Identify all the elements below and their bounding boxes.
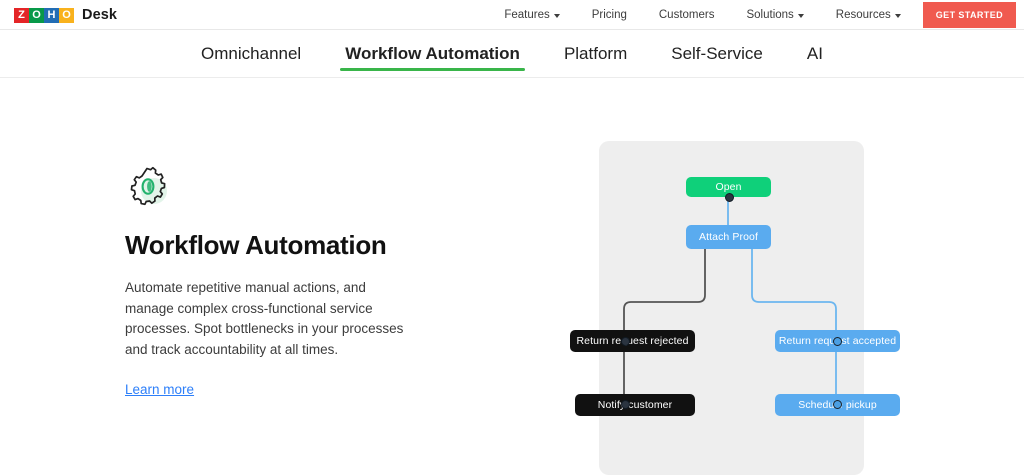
chevron-down-icon — [797, 14, 804, 18]
diagram-connectors — [623, 197, 837, 403]
feature-title: Workflow Automation — [125, 230, 387, 260]
feature-description: Automate repetitive manual actions, and … — [125, 279, 404, 358]
nav-item-resources-label: Resources — [835, 9, 891, 21]
connector-dot-return-accepted — [833, 337, 842, 346]
chevron-down-icon — [894, 14, 901, 18]
connector-dot-return-rejected — [621, 337, 630, 346]
get-started-button[interactable]: GET STARTED — [922, 2, 1016, 28]
top-header-bar: Z O H O Desk Features Pricing Customers … — [0, 0, 1024, 30]
tab-platform[interactable]: Platform — [563, 44, 628, 63]
gear-icon — [125, 163, 171, 209]
nav-item-customers-label: Customers — [658, 9, 715, 21]
tab-self-service[interactable]: Self-Service — [671, 44, 763, 63]
connector-dot-schedule-pickup — [833, 400, 842, 409]
zoho-logo-letter-o2: O — [59, 7, 74, 23]
feature-content: Workflow Automation Automate repetitive … — [125, 163, 425, 399]
zoho-logo-letter-z: Z — [14, 7, 29, 23]
nav-item-resources[interactable]: Resources — [820, 0, 917, 30]
zoho-logo-letter-o1: O — [29, 7, 44, 23]
zoho-logo-letter-h: H — [44, 7, 59, 23]
nav-item-features[interactable]: Features — [488, 0, 575, 30]
workflow-diagram: Open Attach Proof Return request rejecte… — [555, 130, 955, 475]
nav-item-pricing-label: Pricing — [591, 9, 627, 21]
brand-logo[interactable]: Z O H O Desk — [14, 0, 117, 30]
flow-node-notify-customer[interactable]: Notify customer — [575, 394, 695, 416]
product-name: Desk — [82, 7, 118, 23]
nav-item-features-label: Features — [504, 9, 550, 21]
flow-node-open[interactable]: Open — [686, 177, 771, 197]
tab-ai[interactable]: AI — [806, 44, 823, 63]
flow-node-return-request-rejected[interactable]: Return request rejected — [570, 330, 695, 352]
nav-item-customers[interactable]: Customers — [643, 0, 731, 30]
tab-workflow-automation[interactable]: Workflow Automation — [323, 31, 542, 77]
learn-more-link[interactable]: Learn more — [125, 382, 195, 398]
nav-item-solutions-label: Solutions — [746, 9, 794, 21]
connector-dot-open — [725, 193, 734, 202]
zoho-logo-icon: Z O H O — [14, 7, 74, 23]
chevron-down-icon — [553, 14, 560, 18]
connector-dot-notify-customer — [621, 400, 630, 409]
top-navigation: Features Pricing Customers Solutions Res… — [488, 0, 1024, 30]
tab-omnichannel[interactable]: Omnichannel — [201, 44, 302, 63]
feature-tabs: Omnichannel Workflow Automation Platform… — [0, 31, 1024, 78]
flow-node-attach-proof[interactable]: Attach Proof — [686, 225, 771, 249]
nav-item-pricing[interactable]: Pricing — [576, 0, 643, 30]
nav-item-solutions[interactable]: Solutions — [730, 0, 819, 30]
